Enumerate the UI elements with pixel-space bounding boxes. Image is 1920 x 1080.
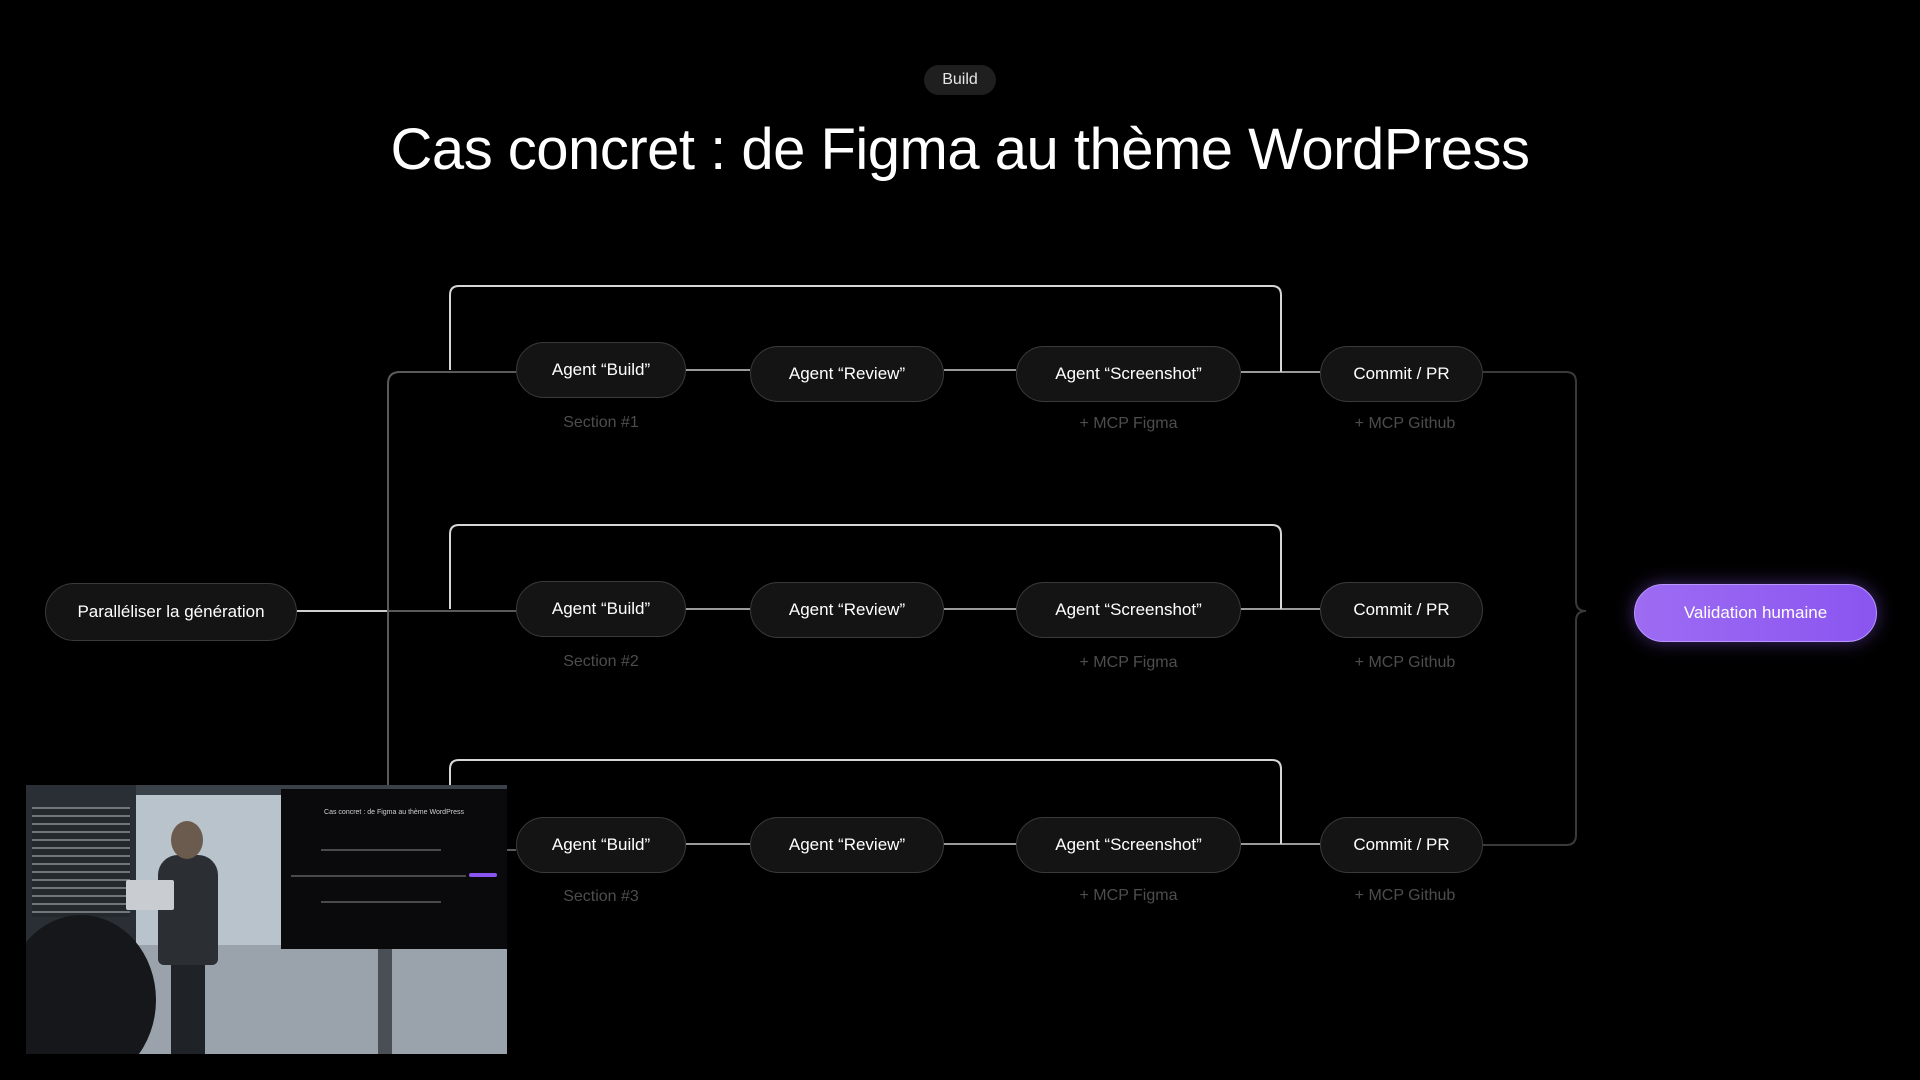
row1-commit-node: Commit / PR [1320,346,1483,402]
video-slide-line [291,875,466,877]
video-speaker-head [171,821,203,859]
video-screen-stand [378,949,392,1054]
video-speaker-body [158,855,218,965]
start-node: Paralléliser la génération [45,583,297,641]
validation-node: Validation humaine [1634,584,1877,642]
row1-build-node: Agent “Build” [516,342,686,398]
row2-screenshot-node: Agent “Screenshot” [1016,582,1241,638]
video-slide-line [321,901,441,903]
video-side-screen [32,807,130,917]
row1-screenshot-caption: + MCP Figma [1079,415,1178,432]
row3-section-label: Section #3 [563,888,639,905]
video-slide-accent [469,873,497,877]
row1-feedback-loop [449,285,1282,372]
row2-build-node: Agent “Build” [516,581,686,637]
row2-commit-caption: + MCP Github [1354,654,1456,671]
row2-section-label: Section #2 [563,653,639,670]
merge-top-connector [1483,371,1587,612]
row1-review-node: Agent “Review” [750,346,944,402]
page-title: Cas concret : de Figma au thème WordPres… [390,117,1530,182]
video-presentation-screen: Cas concret : de Figma au thème WordPres… [281,789,507,949]
row3-build-node: Agent “Build” [516,817,686,873]
row3-commit-caption: + MCP Github [1354,887,1456,904]
row1-section-label: Section #1 [563,414,639,431]
row1-commit-caption: + MCP Github [1354,415,1456,432]
row2-feedback-loop [449,524,1282,609]
row2-commit-node: Commit / PR [1320,582,1483,638]
section-badge: Build [924,65,996,95]
speaker-video-inset: Cas concret : de Figma au thème WordPres… [26,785,507,1054]
row3-review-node: Agent “Review” [750,817,944,873]
video-speaker-legs [171,963,205,1054]
video-laptop [126,880,174,910]
row3-screenshot-node: Agent “Screenshot” [1016,817,1241,873]
row2-screenshot-caption: + MCP Figma [1079,654,1178,671]
merge-bottom-connector [1483,610,1587,846]
row3-commit-node: Commit / PR [1320,817,1483,873]
row1-screenshot-node: Agent “Screenshot” [1016,346,1241,402]
row2-review-node: Agent “Review” [750,582,944,638]
video-slide-line [321,849,441,851]
video-slide-title: Cas concret : de Figma au thème WordPres… [324,809,464,816]
row3-feedback-loop [449,759,1282,844]
row3-screenshot-caption: + MCP Figma [1079,887,1178,904]
